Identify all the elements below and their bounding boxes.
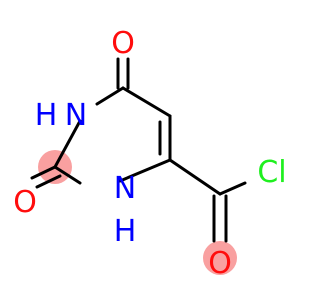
bond-c6-c5: [121, 86, 172, 118]
molecule-svg: O N H O N H Cl O: [13, 26, 286, 281]
molecule-diagram: O N H O N H Cl O: [13, 26, 287, 281]
label-oxygen-left: O: [13, 185, 37, 220]
label-chlorine: Cl: [257, 155, 286, 190]
bond-cacyl-cl: [218, 181, 247, 196]
bond-c6-n1: [95, 86, 125, 106]
bond-c2-o-2: [35, 174, 62, 189]
label-oxygen-top: O: [111, 26, 135, 61]
label-nitrogen-top: N: [65, 98, 87, 133]
bond-n1-c2: [53, 119, 82, 169]
label-nitrogen-bottom: N: [114, 171, 136, 206]
bond-c2-o-1: [30, 165, 57, 180]
label-oxygen-bottom: O: [208, 246, 232, 281]
bond-c4-cacyl: [168, 158, 222, 196]
label-nitrogen-top-h: H: [35, 98, 58, 133]
label-nitrogen-bottom-h: H: [114, 214, 137, 249]
bond-n3-c4: [118, 158, 172, 183]
bond-c2-n3: [53, 165, 82, 185]
highlight-carbonyl-oxygen: [203, 241, 237, 275]
